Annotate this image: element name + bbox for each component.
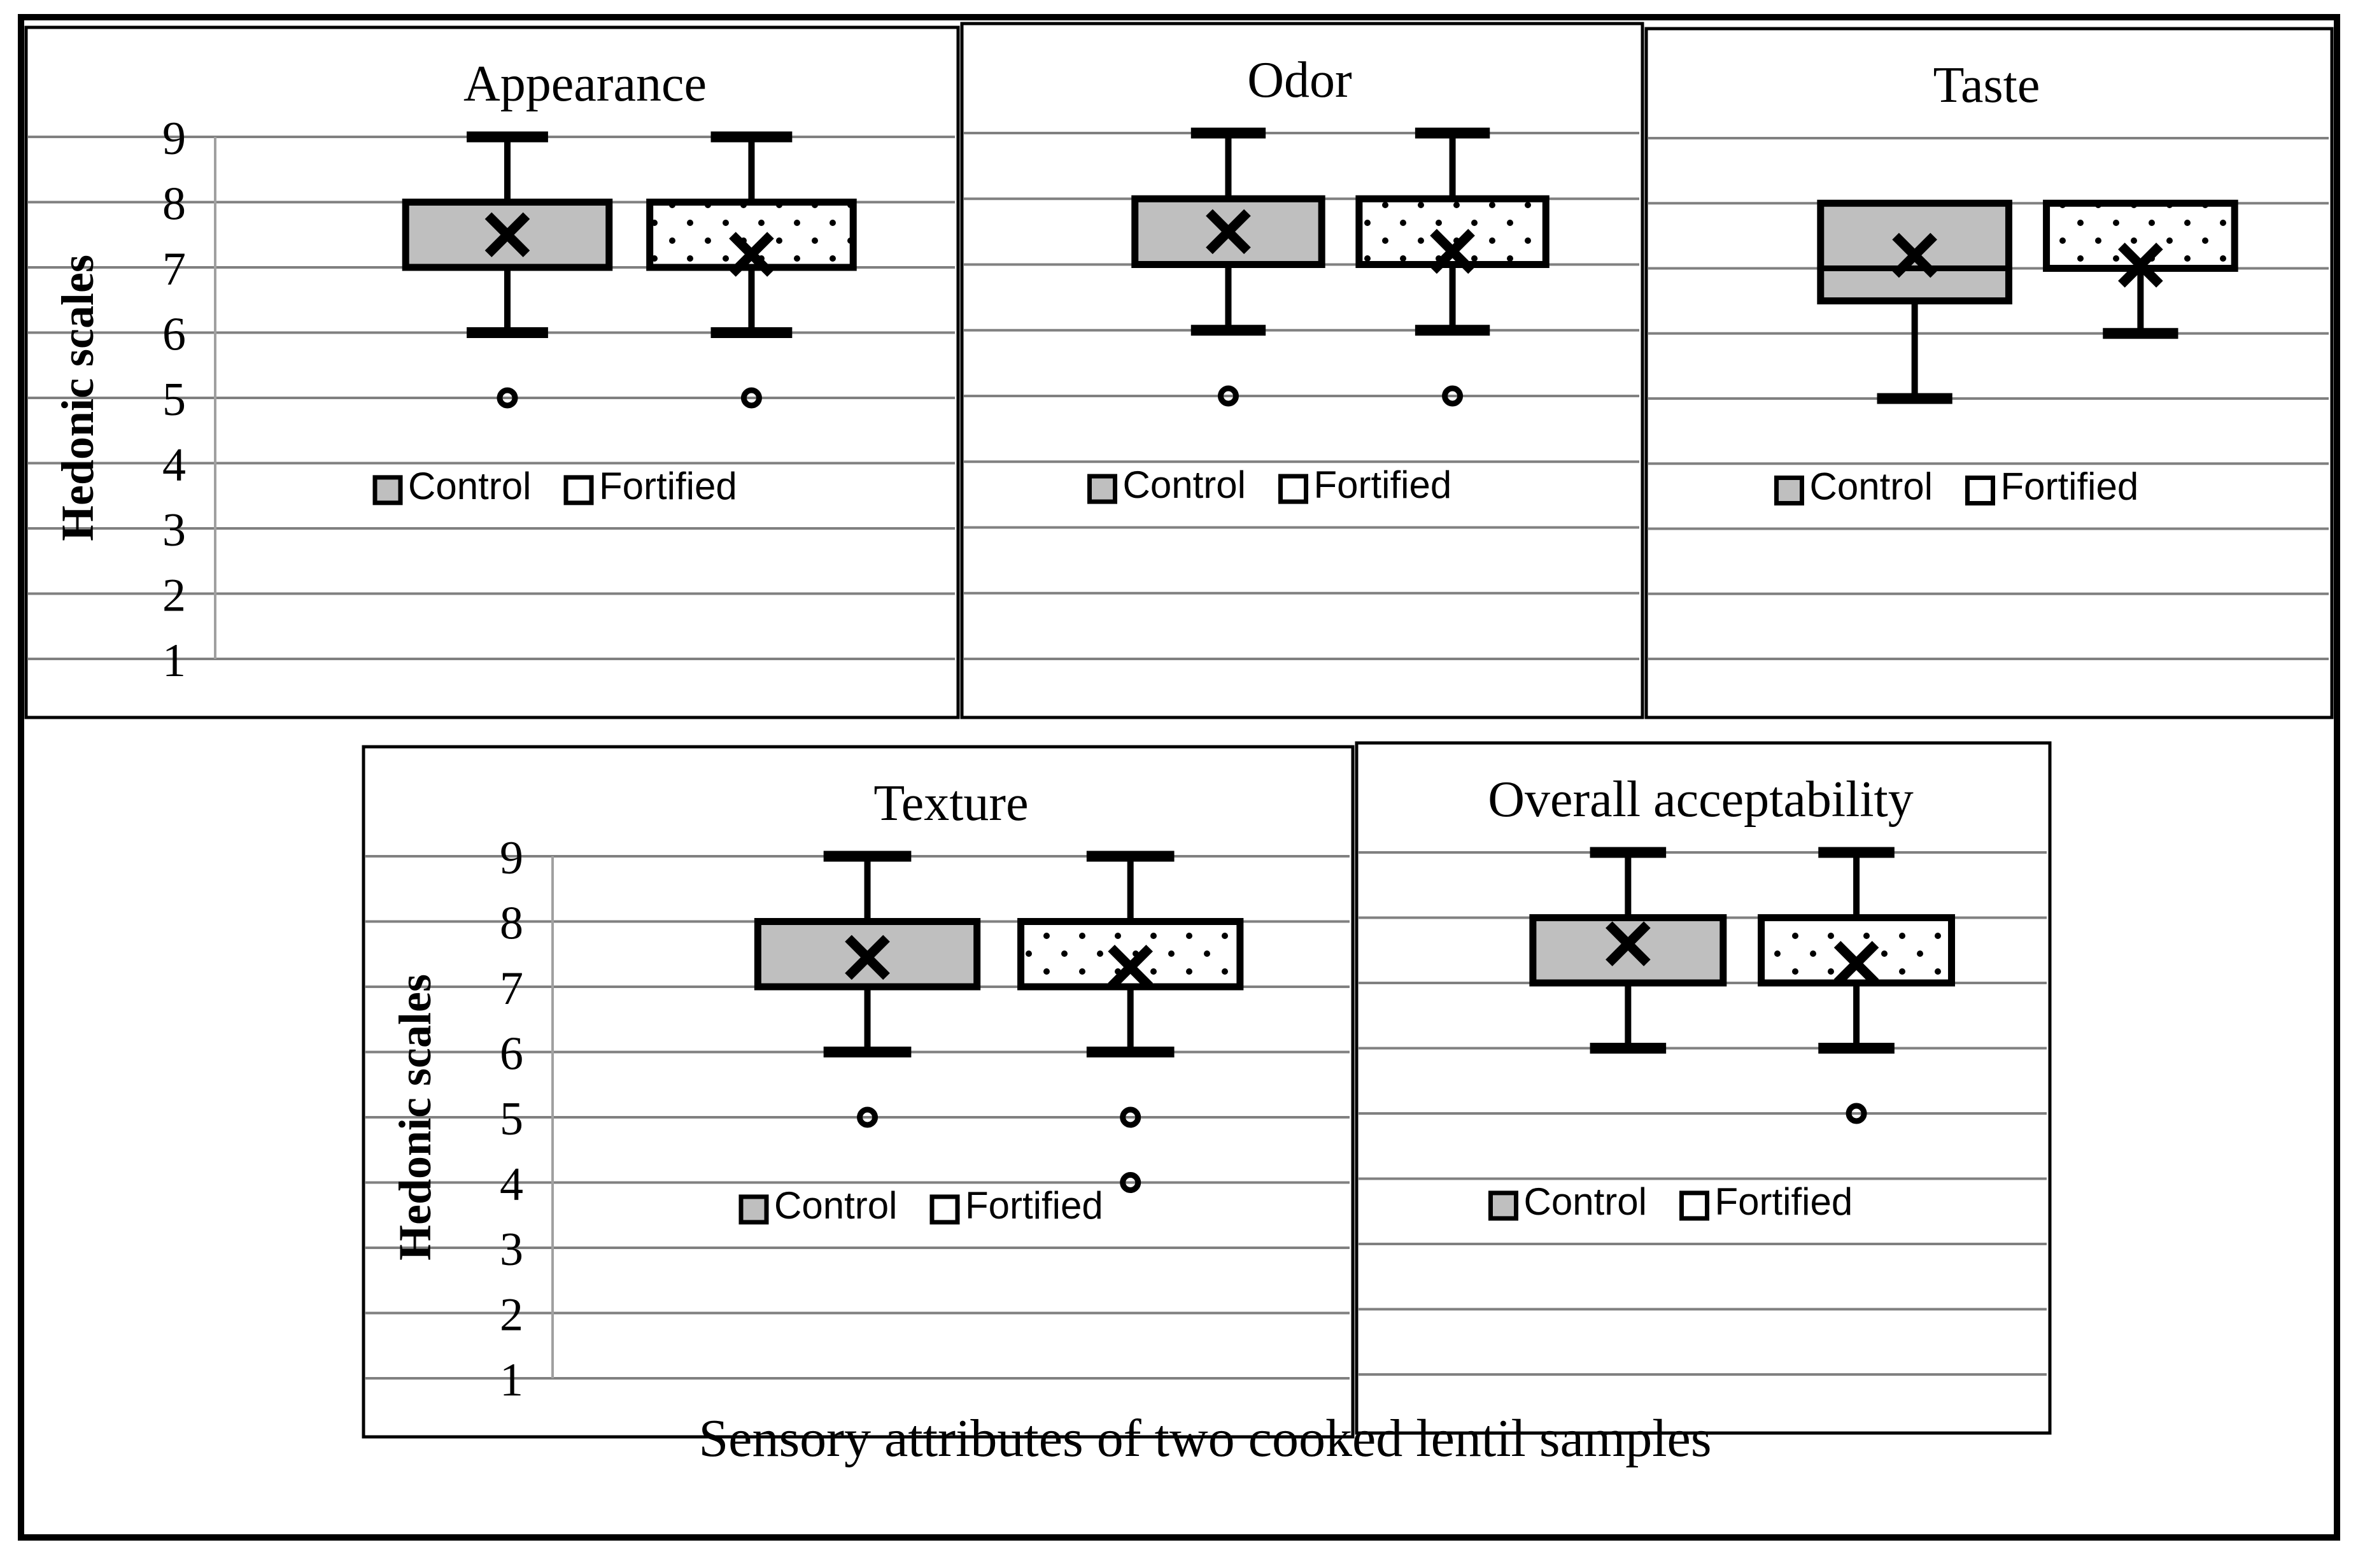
legend: Control Fortified xyxy=(1774,465,2139,507)
legend-swatch-control xyxy=(1774,475,1804,505)
y-tick-label-8: 8 xyxy=(162,178,186,230)
mean-marker-x xyxy=(2118,243,2163,288)
legend-label-control: Control xyxy=(1123,463,1246,506)
boxplot-fortified xyxy=(1758,847,1956,1124)
legend-label-fortified: Fortified xyxy=(1715,1180,1853,1223)
y-tick-label-3: 3 xyxy=(162,504,186,556)
legend-label-control: Control xyxy=(1524,1180,1647,1223)
legend-swatch-control xyxy=(738,1194,769,1225)
panel-border xyxy=(362,745,1355,1439)
y-tick-label-9: 9 xyxy=(162,113,186,165)
panel-border xyxy=(960,22,1644,719)
outlier-point xyxy=(1120,1172,1141,1193)
outlier-point xyxy=(1120,1106,1141,1128)
y-tick-label-6: 6 xyxy=(162,309,186,361)
legend-swatch-fortified xyxy=(563,475,594,505)
mean-marker-x xyxy=(1430,229,1475,274)
legend-label-fortified: Fortified xyxy=(965,1184,1103,1227)
legend-label-control: Control xyxy=(408,465,531,507)
y-tick-label-5: 5 xyxy=(162,374,186,426)
legend-swatch-fortified xyxy=(929,1194,960,1225)
mean-marker-x xyxy=(1833,940,1879,986)
y-tick-label-2: 2 xyxy=(162,570,186,622)
legend-swatch-control xyxy=(372,475,403,505)
legend: Control Fortified xyxy=(738,1184,1103,1227)
y-tick-label-2: 2 xyxy=(500,1289,523,1341)
mean-marker-x xyxy=(1606,921,1651,966)
panel-title: Texture xyxy=(873,775,1028,831)
figure-caption: Sensory attributes of two cooked lentil … xyxy=(698,1409,1711,1468)
legend-label-fortified: Fortified xyxy=(599,465,737,507)
boxplot-control xyxy=(1529,847,1727,1054)
panel-border xyxy=(1644,27,2334,719)
y-tick-label-9: 9 xyxy=(500,832,523,884)
boxplot-control xyxy=(754,851,981,1128)
mean-marker-x xyxy=(1108,944,1154,990)
legend-swatch-fortified xyxy=(1278,474,1308,504)
mean-marker-x xyxy=(845,935,890,980)
panel-title: Odor xyxy=(1247,52,1352,108)
legend: Control Fortified xyxy=(372,465,737,507)
boxplot-fortified xyxy=(2043,199,2238,339)
outlier-point xyxy=(857,1106,879,1128)
panel-title: Appearance xyxy=(463,56,707,112)
boxplot-control xyxy=(402,131,613,409)
y-tick-label-7: 7 xyxy=(162,243,186,295)
outlier-point xyxy=(740,387,762,409)
y-tick-label-1: 1 xyxy=(500,1354,523,1406)
outlier-point xyxy=(1217,385,1239,407)
legend-label-fortified: Fortified xyxy=(2001,465,2139,507)
mean-marker-x xyxy=(484,212,530,258)
y-axis-title: Hedonic scales xyxy=(390,974,441,1261)
box-fortified xyxy=(2043,199,2238,272)
legend-label-control: Control xyxy=(774,1184,897,1227)
boxplot-fortified xyxy=(1017,851,1244,1193)
mean-marker-x xyxy=(1206,209,1251,255)
legend-swatch-fortified xyxy=(1679,1190,1709,1221)
mean-marker-x xyxy=(1892,232,1937,278)
y-tick-label-6: 6 xyxy=(500,1028,523,1080)
boxplot-control xyxy=(1817,199,2012,404)
legend-swatch-fortified xyxy=(1965,475,1995,505)
y-tick-label-5: 5 xyxy=(500,1093,523,1145)
box-fortified xyxy=(1017,918,1244,991)
legend-swatch-control xyxy=(1087,474,1117,504)
outlier-point xyxy=(1442,385,1464,407)
y-tick-label-7: 7 xyxy=(500,963,523,1015)
y-tick-label-1: 1 xyxy=(162,635,186,687)
legend: Control Fortified xyxy=(1087,463,1452,506)
box-control xyxy=(1529,914,1727,987)
y-axis-title: Hedonic scales xyxy=(52,255,103,541)
outlier-point xyxy=(497,387,518,409)
y-tick-label-4: 4 xyxy=(500,1159,523,1211)
boxplot-fortified xyxy=(1355,127,1550,407)
y-tick-label-8: 8 xyxy=(500,898,523,950)
box-fortified xyxy=(1758,914,1956,987)
y-tick-label-4: 4 xyxy=(162,439,186,491)
boxplot-control xyxy=(1131,127,1325,407)
panel-border xyxy=(1355,741,2052,1435)
legend-label-fortified: Fortified xyxy=(1314,463,1452,506)
legend-label-control: Control xyxy=(1810,465,1933,507)
legend: Control Fortified xyxy=(1488,1180,1853,1223)
mean-marker-x xyxy=(729,232,774,277)
boxplot-fortified xyxy=(646,131,857,409)
y-tick-label-3: 3 xyxy=(500,1224,523,1276)
panel-title: Overall acceptability xyxy=(1488,772,1914,828)
legend-swatch-control xyxy=(1488,1190,1518,1221)
panel-title: Taste xyxy=(1933,57,2040,113)
outlier-point xyxy=(1846,1103,1867,1124)
panel-border xyxy=(24,25,960,719)
